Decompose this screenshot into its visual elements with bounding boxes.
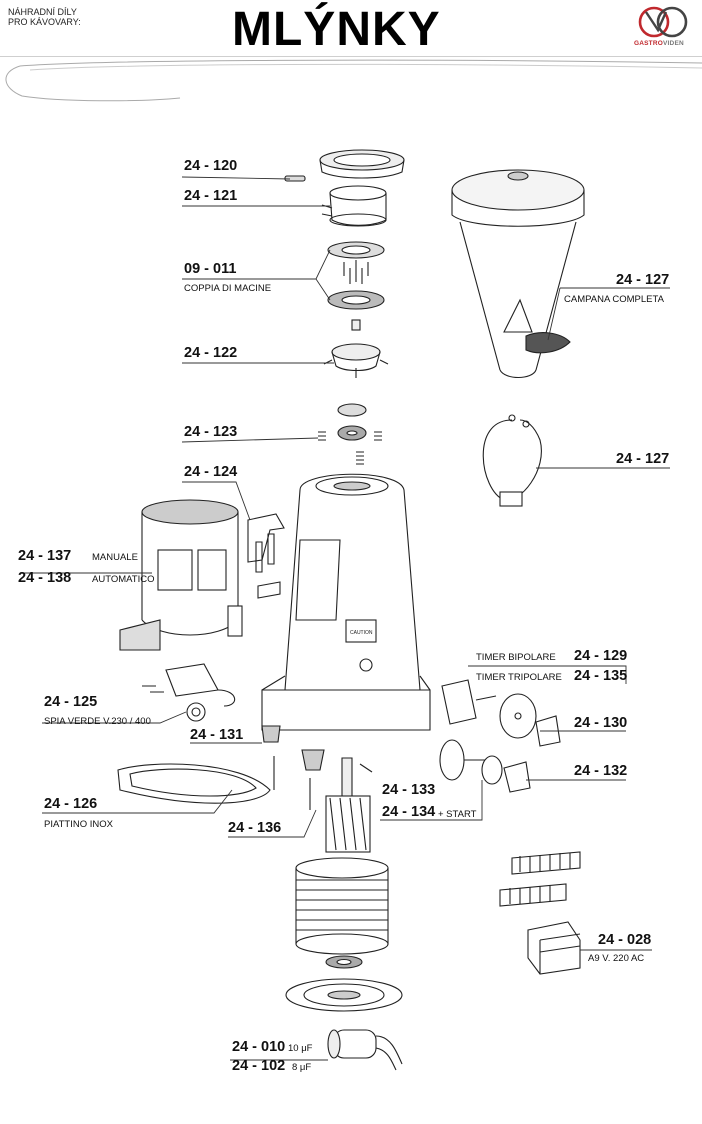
label-24-121: 24 - 121 <box>184 188 238 204</box>
label-24-131: 24 - 131 <box>190 727 244 743</box>
burr-screws <box>343 260 369 284</box>
header-subtitle-line2: PRO KÁVOVARY: <box>8 17 81 27</box>
label-24-028: 24 - 028 <box>598 932 652 948</box>
timer-dial <box>499 693 561 747</box>
timer-switch <box>441 679 497 725</box>
grinder-body <box>261 473 431 731</box>
rubber-feet <box>261 725 325 810</box>
indicator-light <box>142 663 236 722</box>
leader-lines <box>20 176 670 1061</box>
desc-24-126: PIATTINO INOX <box>44 819 113 830</box>
label-24-125: 24 - 125 <box>44 694 98 710</box>
desc-24-135: TIMER TRIPOLARE <box>476 672 562 683</box>
lower-burr <box>327 290 385 310</box>
header-swoosh <box>5 59 702 102</box>
desc-24-127-hopper: CAMPANA COMPLETA <box>564 294 664 305</box>
label-24-126: 24 - 126 <box>44 796 98 812</box>
header-subtitle: NÁHRADNÍ DÍLY PRO KÁVOVARY: <box>8 7 81 27</box>
motor-end-shield <box>285 978 403 1012</box>
header-divider <box>0 56 702 57</box>
capacitor <box>327 1029 403 1071</box>
shaft-bearing <box>337 403 367 441</box>
doser-unit <box>119 499 243 651</box>
doser-bracket <box>247 513 285 599</box>
label-24-127-hopper: 24 - 127 <box>616 272 670 288</box>
desc-24-134: + START <box>438 809 477 820</box>
motor-rotor <box>325 757 373 853</box>
label-24-134: 24 - 134 <box>382 804 436 820</box>
desc-24-102: 8 μF <box>292 1062 312 1073</box>
caution-label: CAUTION <box>350 630 373 636</box>
label-24-133: 24 - 133 <box>382 782 436 798</box>
label-24-135: 24 - 135 <box>574 668 628 684</box>
desc-09-011: COPPIA DI MACINE <box>184 283 272 294</box>
contactor <box>527 921 581 975</box>
label-24-124: 24 - 124 <box>184 464 238 480</box>
label-24-138: 24 - 138 <box>18 570 72 586</box>
burr-carrier <box>323 343 389 378</box>
hopper-clamp-ring <box>482 414 542 507</box>
logo-wordmark-grey: VIDEN <box>663 40 684 47</box>
desc-24-010: 10 μF <box>288 1043 313 1054</box>
hopper-collar-ring <box>319 149 405 179</box>
label-24-122: 24 - 122 <box>184 345 238 361</box>
desc-24-125: SPIA VERDE V.230 / 400 <box>44 716 151 727</box>
terminal-blocks <box>499 851 581 907</box>
label-24-132: 24 - 132 <box>574 763 628 779</box>
label-24-120: 24 - 120 <box>184 158 238 174</box>
timer-start-unit <box>439 739 531 793</box>
label-24-137: 24 - 137 <box>18 548 72 564</box>
label-24-010: 24 - 010 <box>232 1039 286 1055</box>
upper-burr <box>327 241 385 259</box>
label-24-129: 24 - 129 <box>574 648 628 664</box>
screw-24-120 <box>284 175 306 182</box>
label-24-136: 24 - 136 <box>228 820 282 836</box>
label-24-130: 24 - 130 <box>574 715 628 731</box>
bean-hopper <box>451 169 585 379</box>
drip-tray <box>117 763 271 804</box>
label-24-102: 24 - 102 <box>232 1058 286 1074</box>
desc-24-138: AUTOMATICO <box>92 574 155 585</box>
motor-bearing <box>325 955 363 969</box>
page-title: MLÝNKY <box>232 3 441 56</box>
motor-stator <box>295 857 389 955</box>
desc-24-137: MANUALE <box>92 552 138 563</box>
label-24-127-ring: 24 - 127 <box>616 451 670 467</box>
header-subtitle-line1: NÁHRADNÍ DÍLY <box>8 7 77 17</box>
gastroviden-logo-icon <box>638 6 688 38</box>
desc-24-129: TIMER BIPOLARE <box>476 652 556 663</box>
label-09-011: 09 - 011 <box>184 261 237 277</box>
logo-wordmark: GASTROVIDEN <box>634 40 684 47</box>
label-24-123: 24 - 123 <box>184 424 238 440</box>
springs <box>318 431 382 465</box>
adjustment-ring <box>321 185 387 227</box>
burr-centre-screw <box>351 319 361 331</box>
logo-wordmark-red: GASTRO <box>634 40 664 47</box>
desc-24-028: A9 V. 220 AC <box>588 953 645 964</box>
